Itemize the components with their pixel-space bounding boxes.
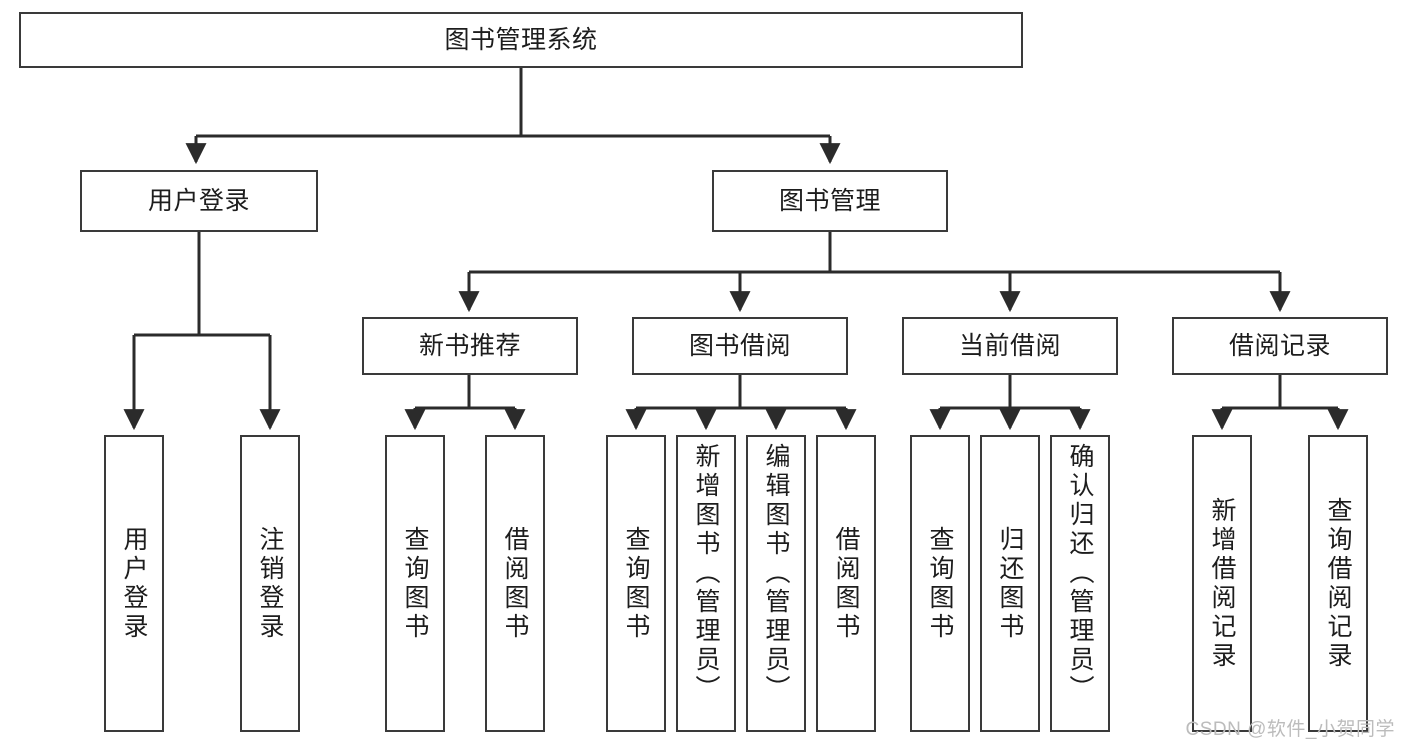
node-label: 归还图书	[996, 525, 1024, 642]
leaf-add-borrow-record[interactable]: 新增借阅记录	[1192, 435, 1252, 732]
node-label: 图书借阅	[688, 331, 791, 360]
node-label: 新增借阅记录	[1208, 496, 1236, 671]
leaf-query-book-borrow[interactable]: 查询图书	[606, 435, 666, 732]
leaf-user-login[interactable]: 用户登录	[104, 435, 164, 732]
node-label: 当前借阅	[958, 331, 1061, 360]
node-label: 借阅图书	[832, 525, 860, 642]
leaf-query-borrow-record[interactable]: 查询借阅记录	[1308, 435, 1368, 732]
node-label: 新书推荐	[418, 331, 521, 360]
leaf-edit-book-admin[interactable]: 编辑图书（管理员）	[746, 435, 806, 732]
node-label: 查询图书	[401, 525, 429, 642]
node-user-login[interactable]: 用户登录	[80, 170, 318, 232]
leaf-confirm-return-admin[interactable]: 确认归还（管理员）	[1050, 435, 1110, 732]
node-label: 查询借阅记录	[1324, 496, 1352, 671]
leaf-add-book-admin[interactable]: 新增图书（管理员）	[676, 435, 736, 732]
leaf-query-book-new-recommend[interactable]: 查询图书	[385, 435, 445, 732]
node-label: 用户登录	[147, 186, 250, 215]
leaf-return-book[interactable]: 归还图书	[980, 435, 1040, 732]
node-label: 借阅图书	[501, 525, 529, 642]
node-book-management[interactable]: 图书管理	[712, 170, 948, 232]
node-label: 图书管理	[778, 186, 881, 215]
node-label: 查询图书	[926, 525, 954, 642]
watermark-text: CSDN @软件_小贺同学	[1185, 719, 1395, 740]
node-new-book-recommend[interactable]: 新书推荐	[362, 317, 578, 375]
node-root-book-management-system[interactable]: 图书管理系统	[19, 12, 1023, 68]
leaf-query-book-current[interactable]: 查询图书	[910, 435, 970, 732]
node-current-borrow[interactable]: 当前借阅	[902, 317, 1118, 375]
node-label: 新增图书（管理员）	[692, 443, 720, 704]
leaf-borrow-book-borrow[interactable]: 借阅图书	[816, 435, 876, 732]
node-label: 注销登录	[256, 525, 284, 642]
node-label: 图书管理系统	[444, 25, 598, 54]
node-book-borrow[interactable]: 图书借阅	[632, 317, 848, 375]
leaf-borrow-book-new-recommend[interactable]: 借阅图书	[485, 435, 545, 732]
node-label: 用户登录	[120, 525, 148, 642]
node-label: 借阅记录	[1228, 331, 1331, 360]
node-label: 查询图书	[622, 525, 650, 642]
node-borrow-record[interactable]: 借阅记录	[1172, 317, 1388, 375]
leaf-logout-login[interactable]: 注销登录	[240, 435, 300, 732]
node-label: 编辑图书（管理员）	[762, 443, 790, 704]
node-label: 确认归还（管理员）	[1066, 443, 1094, 704]
